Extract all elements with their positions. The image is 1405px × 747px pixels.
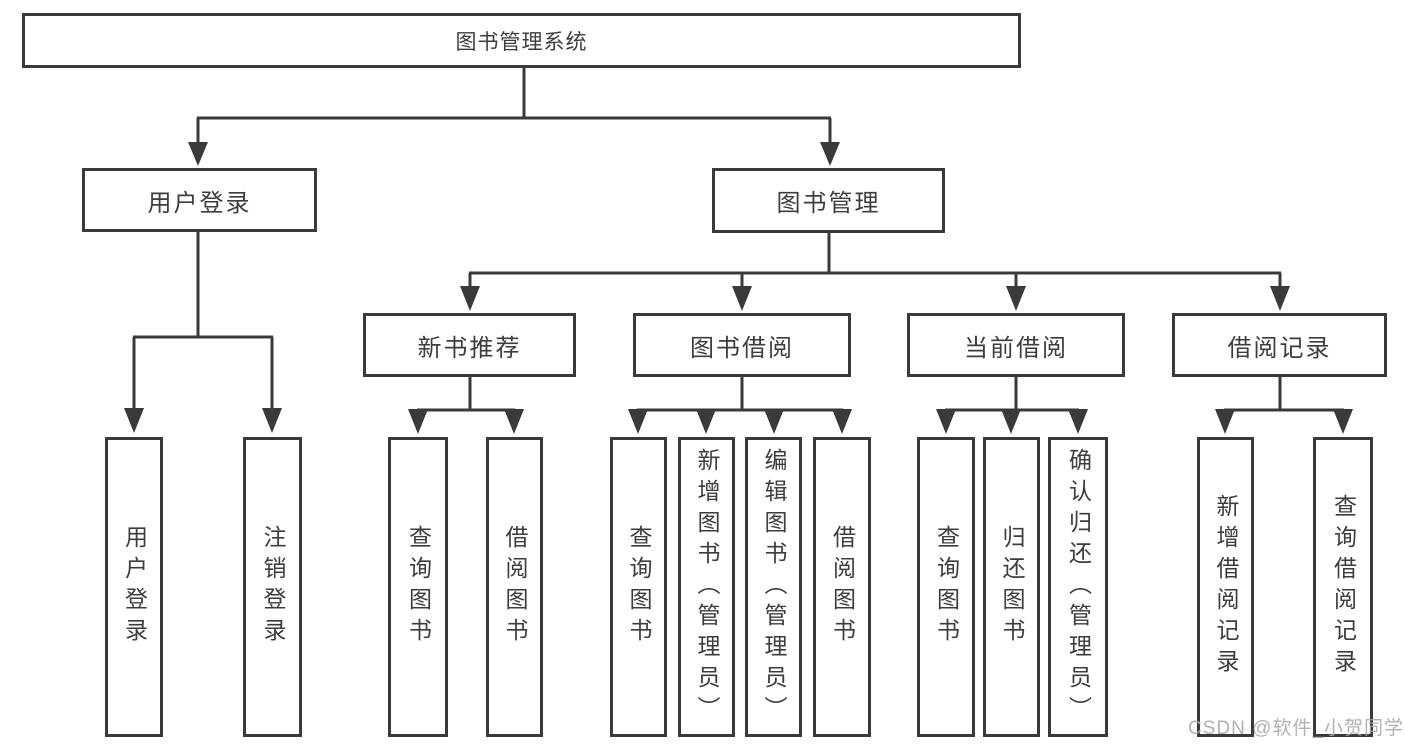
leaf-label: 借阅图书 <box>502 525 528 649</box>
leaf-label: 用户登录 <box>121 525 148 649</box>
leaf-edit-books-admin: 编辑图书（管理员） <box>745 437 802 737</box>
leaf-confirm-return-admin: 确认归还（管理员） <box>1048 437 1108 737</box>
node-book-management: 图书管理 <box>712 168 945 233</box>
leaf-add-borrow-record: 新增借阅记录 <box>1197 437 1254 737</box>
leaf-label: 查询借阅记录 <box>1330 494 1357 680</box>
csdn-watermark: CSDN @软件_小贺同学 <box>1188 718 1404 739</box>
leaf-label: 注销登录 <box>260 525 286 649</box>
node-user-login: 用户登录 <box>82 168 317 232</box>
node-label: 新书推荐 <box>417 334 522 362</box>
node-label: 图书借阅 <box>690 334 794 362</box>
leaf-query-books-3: 查询图书 <box>917 437 975 737</box>
leaf-return-books: 归还图书 <box>983 437 1040 737</box>
arrowheads-level2 <box>188 142 840 166</box>
arrowheads-leaves <box>408 409 1353 434</box>
leaf-query-books-1: 查询图书 <box>388 437 448 737</box>
leaf-label: 新增图书（管理员） <box>694 447 720 727</box>
node-current-borrowing: 当前借阅 <box>907 313 1125 377</box>
node-label: 图书管理系统 <box>455 30 588 54</box>
leaf-borrow-books-1: 借阅图书 <box>486 437 543 737</box>
leaf-label: 查询图书 <box>405 525 432 649</box>
connector-leaf-splits <box>417 377 1344 412</box>
connector-root-to-level2 <box>196 68 832 144</box>
leaf-logout: 注销登录 <box>243 437 302 737</box>
leaf-label: 归还图书 <box>999 525 1025 649</box>
connector-book-mgmt-to-level3 <box>468 233 1282 288</box>
node-label: 图书管理 <box>776 190 881 217</box>
leaf-label: 借阅图书 <box>829 525 856 649</box>
arrowheads-level3 <box>460 286 1290 311</box>
leaf-label: 查询图书 <box>933 525 960 649</box>
node-borrowing-records: 借阅记录 <box>1172 313 1387 377</box>
leaf-query-borrow-record: 查询借阅记录 <box>1313 437 1373 737</box>
node-label: 借阅记录 <box>1227 334 1332 362</box>
connector-user-login-children <box>132 232 274 410</box>
node-book-borrowing: 图书借阅 <box>633 313 851 377</box>
node-label: 当前借阅 <box>964 334 1068 362</box>
node-label: 用户登录 <box>147 189 252 217</box>
leaf-user-login: 用户登录 <box>105 437 163 737</box>
leaf-add-books-admin: 新增图书（管理员） <box>678 437 735 737</box>
leaf-label: 确认归还（管理员） <box>1065 447 1092 727</box>
leaf-label: 查询图书 <box>626 525 652 649</box>
leaf-query-books-2: 查询图书 <box>610 437 667 737</box>
arrowheads-user-login-children <box>124 408 282 433</box>
leaf-label: 编辑图书（管理员） <box>761 447 787 727</box>
leaf-label: 新增借阅记录 <box>1213 494 1239 680</box>
leaf-borrow-books-2: 借阅图书 <box>813 437 871 737</box>
node-new-book-recommend: 新书推荐 <box>363 313 576 377</box>
node-library-management-system: 图书管理系统 <box>22 13 1021 68</box>
